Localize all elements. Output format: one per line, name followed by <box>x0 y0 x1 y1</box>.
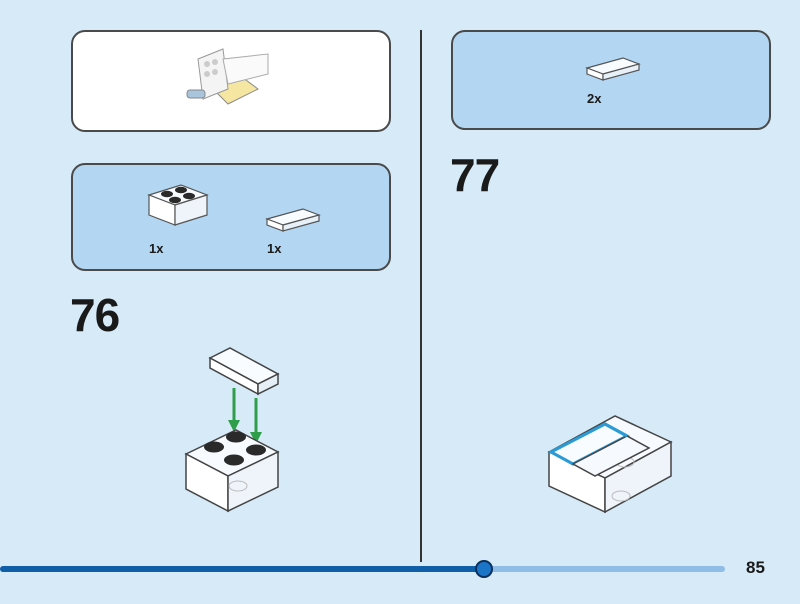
step-number-76: 76 <box>70 289 120 341</box>
step-76-assembly-illustration <box>184 347 280 513</box>
part-quantity-tile: 1x <box>267 241 282 256</box>
transparent-1x2-tile-icon <box>585 57 641 81</box>
page-number: 85 <box>746 558 765 577</box>
part-quantity-tile: 2x <box>587 91 602 106</box>
transparent-1x2-tile-icon <box>265 208 321 232</box>
transparent-2x2-brick-icon <box>147 184 209 226</box>
partial-model-icon <box>186 48 269 105</box>
step-77-assembly-illustration <box>547 415 673 514</box>
column-divider <box>420 30 422 562</box>
parts-callout-step-77: 2x <box>451 30 771 130</box>
part-quantity-brick: 1x <box>149 241 164 256</box>
progress-indicator-icon <box>475 560 493 578</box>
previous-step-preview <box>71 30 391 132</box>
progress-bar-fill <box>0 566 484 572</box>
step-number-77: 77 <box>450 149 500 201</box>
green-down-arrow-icon <box>228 388 262 444</box>
highlighted-new-tiles <box>547 422 651 477</box>
parts-callout-step-76: 1x 1x <box>71 163 391 271</box>
